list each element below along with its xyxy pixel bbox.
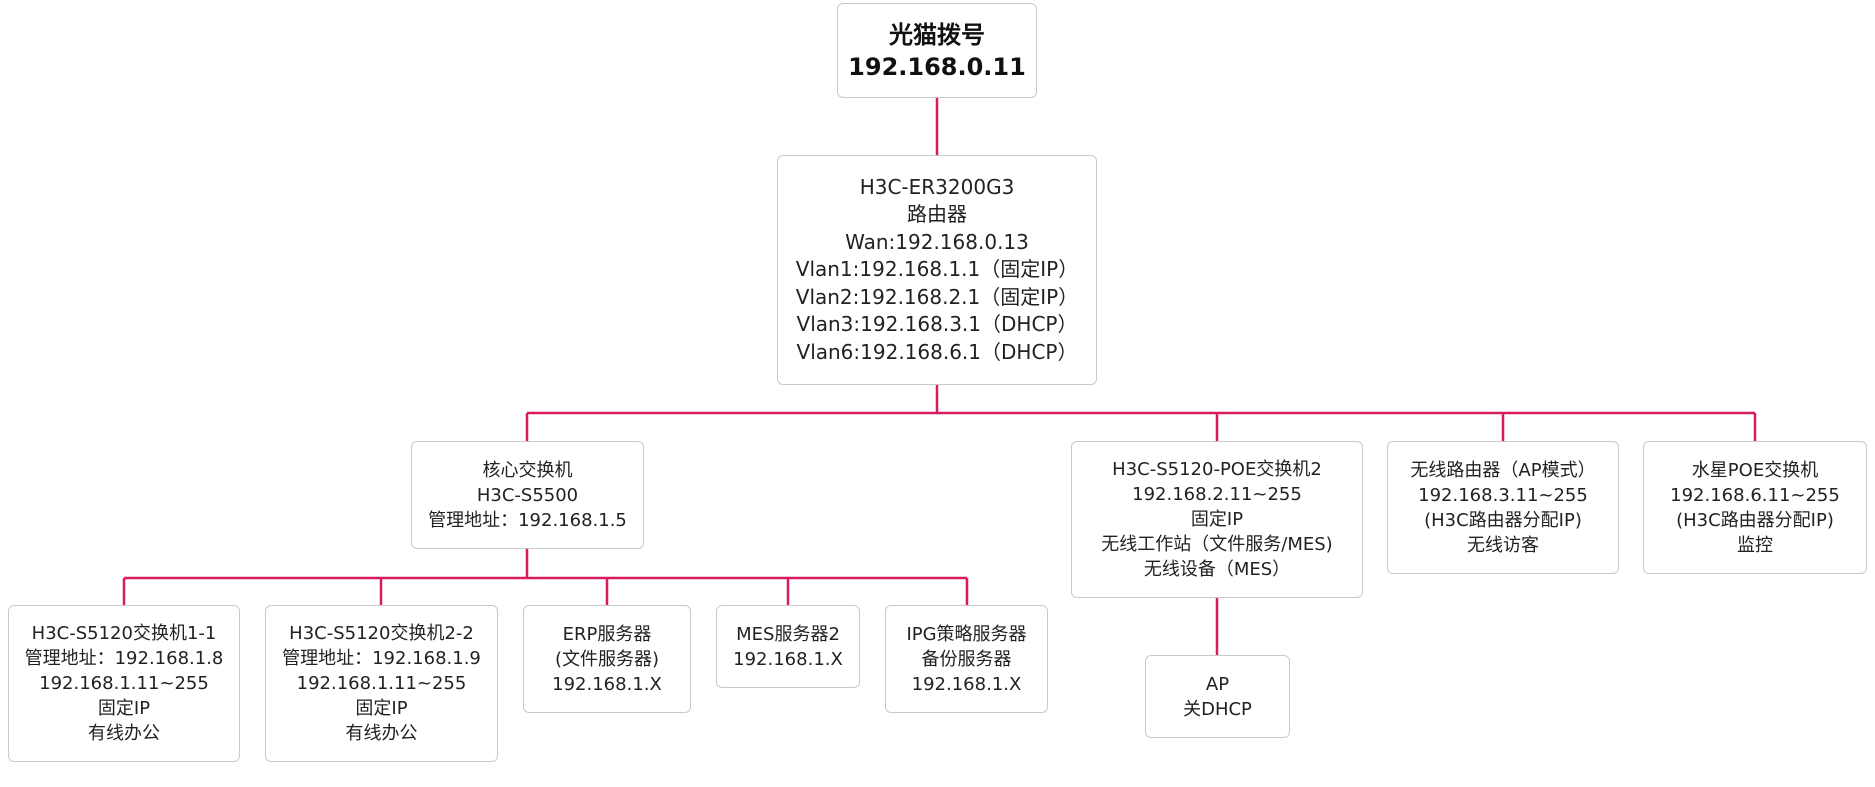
- node-text-line: 192.168.1.11~255: [296, 673, 467, 694]
- node-text-line: H3C-S5120交换机1-1: [31, 623, 217, 644]
- node-mercury-poe-switch: 水星POE交换机 192.168.6.11~255 (H3C路由器分配IP) 监控: [1643, 441, 1867, 574]
- node-text-line: 192.168.6.11~255: [1670, 484, 1840, 506]
- node-text-line: 备份服务器: [921, 648, 1012, 670]
- node-text-line: 核心交换机: [482, 459, 573, 481]
- node-poe-switch-2: H3C-S5120-POE交换机2 192.168.2.11~255 固定IP 无线工…: [1071, 441, 1363, 598]
- node-text-line: 固定IP: [355, 698, 408, 719]
- node-text-line: 192.168.1.X: [733, 648, 843, 670]
- node-text-line: 有线办公: [345, 723, 418, 744]
- node-text-line: 监控: [1737, 534, 1773, 556]
- node-switch-1-1: H3C-S5120交换机1-1 管理地址：192.168.1.8 192.168.1…: [8, 605, 240, 762]
- node-ipg-policy-server: IPG策略服务器备份服务器 192.168.1.X: [885, 605, 1048, 713]
- node-text-line: 无线工作站（文件服务/MES): [1101, 534, 1333, 555]
- node-text-line: 关DHCP: [1183, 698, 1252, 720]
- node-text-line: 有线办公: [88, 723, 160, 744]
- node-text-line: H3C-S5120交换机2-2: [289, 623, 474, 644]
- node-switch-2-2: H3C-S5120交换机2-2 管理地址：192.168.1.9 192.168.1…: [265, 605, 498, 762]
- node-text-line: 管理地址：192.168.1.5: [428, 509, 627, 531]
- node-wireless-router-ap-mode: 无线路由器（AP模式） 192.168.3.11~255 (H3C路由器分配IP) 无…: [1387, 441, 1619, 574]
- node-text-line: 管理地址：192.168.1.8: [24, 648, 224, 669]
- node-text-line: 无线设备（MES）: [1143, 559, 1291, 580]
- node-text-line: 无线访客: [1467, 534, 1539, 556]
- node-text-line: 192.168.1.11~255: [39, 673, 209, 694]
- node-text-line: Vlan3:192.168.3.1（DHCP）: [796, 312, 1078, 337]
- node-text-line: MES服务器2: [736, 623, 840, 645]
- node-text-line: 固定IP: [97, 698, 151, 719]
- node-text-line: (文件服务器): [554, 648, 660, 670]
- node-text-line: 192.168.3.11~255: [1418, 484, 1588, 506]
- node-text-line: Vlan6:192.168.6.1（DHCP）: [796, 339, 1078, 364]
- node-text-line: IPG策略服务器: [906, 623, 1027, 645]
- node-mes-server-2: MES服务器2 192.168.1.X: [716, 605, 860, 688]
- node-text-line: (H3C路由器分配IP): [1676, 509, 1834, 531]
- node-text-line: 水星POE交换机: [1691, 459, 1819, 481]
- node-text-line: 192.168.1.X: [911, 673, 1022, 695]
- node-text-line: 固定IP: [1190, 509, 1244, 530]
- node-erp-server: ERP服务器 (文件服务器) 192.168.1.X: [523, 605, 691, 713]
- node-text-line: 192.168.2.11~255: [1132, 484, 1302, 505]
- node-text-line: (H3C路由器分配IP): [1424, 509, 1582, 531]
- node-text-line: AP: [1205, 673, 1230, 695]
- node-text-line: 192.168.1.X: [552, 673, 662, 695]
- node-core-switch: 核心交换机 H3C-S5500 管理地址：192.168.1.5: [411, 441, 644, 549]
- node-text-line: 路由器: [907, 202, 967, 227]
- node-text-line: ERP服务器: [562, 623, 652, 645]
- node-text-line: 无线路由器（AP模式）: [1410, 459, 1596, 481]
- node-text-line: Vlan1:192.168.1.1（固定IP）: [795, 257, 1079, 282]
- node-text-line: Wan:192.168.0.13: [845, 229, 1029, 254]
- node-text-line: 管理地址：192.168.1.9: [282, 648, 481, 669]
- node-optical-modem-dialup: 光猫拨号 192.168.0.11: [837, 3, 1037, 98]
- node-text-line: H3C-S5500: [476, 484, 579, 506]
- node-access-point: AP 关DHCP: [1145, 655, 1290, 738]
- node-text-line: 光猫拨号: [889, 20, 985, 49]
- node-text-line: Vlan2:192.168.2.1（固定IP）: [795, 284, 1079, 309]
- node-text-line: H3C-S5120-POE交换机2: [1112, 459, 1322, 480]
- node-text-line: H3C-ER3200G3: [859, 174, 1015, 199]
- node-text-line: 192.168.0.11: [848, 52, 1026, 81]
